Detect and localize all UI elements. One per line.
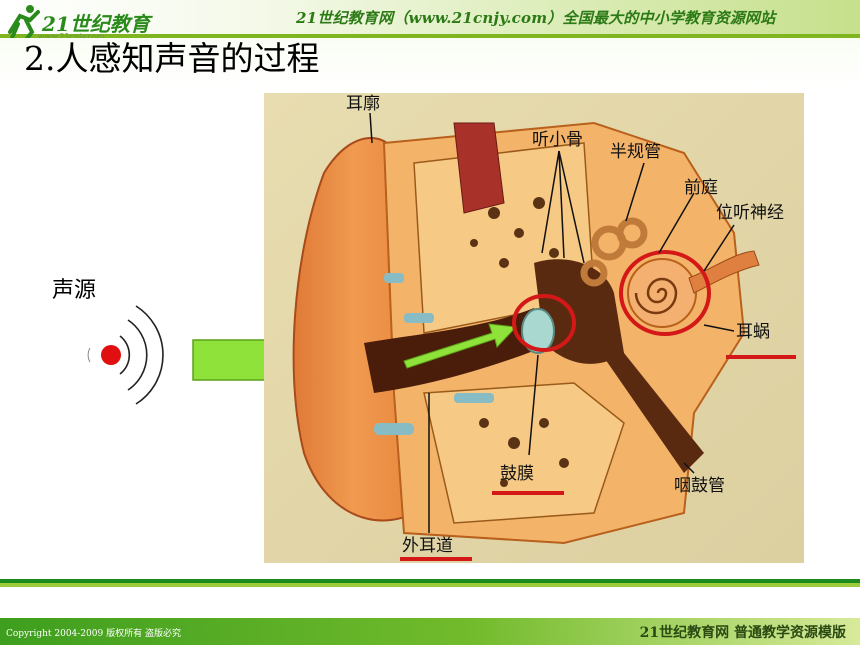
middle-ear-cavity — [534, 259, 624, 364]
label-ossicles: 听小骨 — [532, 130, 583, 150]
eardrum-highlight-circle — [512, 294, 576, 352]
sound-wave-2 — [127, 319, 148, 391]
eardrum-underline — [492, 491, 564, 495]
small-arrow-icon — [403, 323, 518, 369]
banner-slogan: 21世纪教育网（www.21cnjy.com）全国最大的中小学教育资源网站 — [296, 9, 776, 27]
logo-text: 21世纪教育 — [42, 12, 150, 36]
ear-anatomy-diagram: 耳廓 听小骨 半规管 前庭 位听神经 耳蜗 鼓膜 咽鼓管 外耳道 — [264, 93, 804, 563]
label-semicircular-canals: 半规管 — [610, 142, 661, 162]
label-pinna: 耳廓 — [346, 94, 380, 114]
title-band — [0, 38, 860, 90]
muscle-strip — [453, 122, 505, 214]
cochlea-underline — [726, 355, 796, 359]
logo-subtext: www.21cnjy.com — [38, 32, 105, 41]
bone-lower — [423, 382, 625, 524]
sound-source-dot-icon — [101, 345, 121, 365]
header-banner — [0, 0, 860, 34]
ear-canal-underline — [400, 557, 472, 561]
footer-bar: Copyright 2004-2009 版权所有 盗版必究 21世纪教育网 普通… — [0, 618, 860, 645]
bottom-rule — [0, 579, 860, 587]
sound-source-label: 声源 — [52, 278, 97, 303]
cochlea-highlight-circle — [619, 250, 711, 336]
eardrum-shape — [521, 308, 555, 354]
footer-copyright: Copyright 2004-2009 版权所有 盗版必究 — [6, 629, 181, 639]
eustachian-tube-shape — [594, 343, 704, 473]
cochlea-shape — [627, 258, 697, 328]
sound-wave-3 — [135, 305, 164, 405]
site-logo[interactable]: 21世纪教育 www.21cnjy.com — [4, 2, 154, 42]
label-eustachian-tube: 咽鼓管 — [674, 476, 725, 496]
label-cochlea: 耳蜗 — [736, 322, 770, 342]
label-auditory-nerve: 位听神经 — [716, 203, 784, 223]
runner-logo-icon — [8, 5, 40, 42]
label-eardrum: 鼓膜 — [500, 464, 534, 484]
label-ear-canal: 外耳道 — [402, 536, 453, 556]
slide-title: 2.人感知声音的过程 — [24, 39, 320, 78]
sound-wave-left — [87, 347, 91, 363]
sound-wave-1 — [119, 335, 131, 375]
header-rule — [0, 34, 860, 38]
footer-site-name[interactable]: 21世纪教育网 普通教学资源模版 — [639, 625, 846, 641]
label-vestibule: 前庭 — [684, 178, 718, 198]
